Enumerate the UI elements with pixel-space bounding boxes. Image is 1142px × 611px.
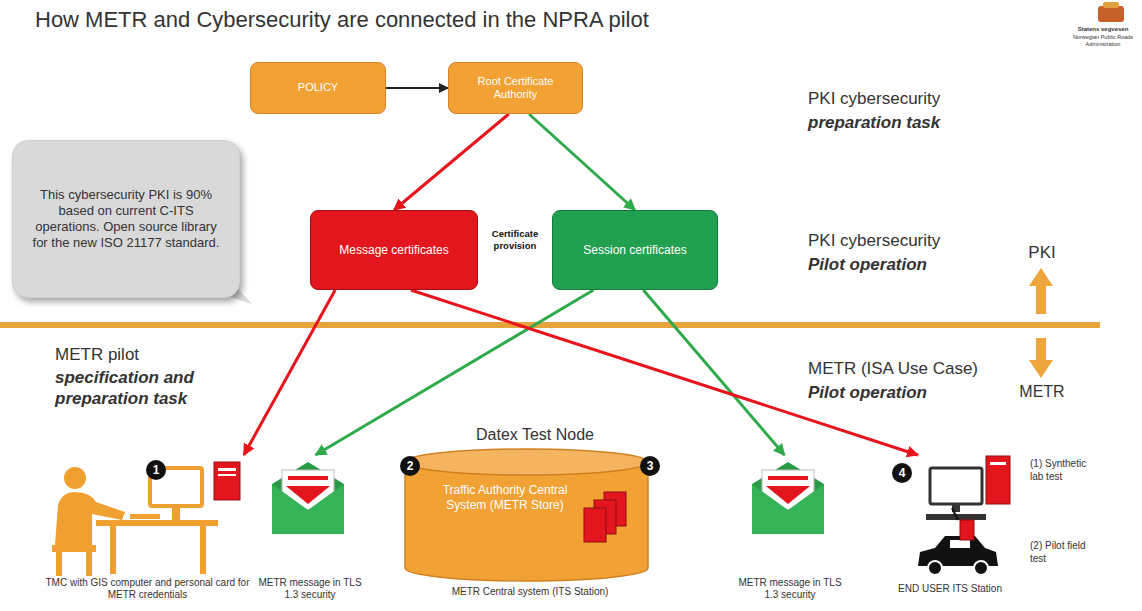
node-caption: Traffic Authority Central System (METR S… [430, 483, 580, 512]
callout-number: 3 [640, 456, 660, 476]
car-icon [918, 508, 998, 575]
test-label: (2) Pilot field test [1030, 540, 1102, 565]
node-caption: METR message in TLS 1.3 security [255, 577, 365, 601]
box-text: Root Certificate Authority [455, 75, 576, 102]
operator-station: TMC with GIS computer and personal card … [30, 455, 265, 608]
connector-arrow [244, 290, 335, 455]
node-caption: TMC with GIS computer and personal card … [30, 577, 265, 601]
stage-label: PKI cybersecurity [808, 230, 1008, 251]
callout-number: 2 [400, 456, 420, 476]
box-text: Message certificates [339, 243, 448, 258]
box-text: Session certificates [583, 243, 686, 258]
node-caption: END USER ITS Station [880, 583, 1020, 595]
stage-label: PKI cybersecurity [808, 88, 1008, 109]
certificate-box: Session certificates [552, 210, 718, 290]
layer-label: PKI [1022, 242, 1062, 263]
down-arrow [1029, 338, 1053, 378]
message-envelope: METR message in TLS 1.3 security [255, 455, 365, 608]
connector-arrow [411, 290, 918, 455]
stage-label: preparation task [808, 112, 1008, 133]
up-arrow [1029, 268, 1053, 314]
stage-label: METR (ISA Use Case) [808, 358, 1008, 379]
logo-mark [1098, 2, 1124, 22]
stage-label: specification and preparation task [55, 367, 220, 410]
connector-arrow [394, 114, 509, 210]
logo-text: Norwegian Public Roads Administration [1066, 34, 1140, 48]
diagram-title: How METR and Cybersecurity are connected… [35, 6, 649, 34]
logo-text: Statens vegvesen [1066, 26, 1140, 34]
stage-label: Pilot operation [808, 382, 1008, 403]
box-text: This cybersecurity PKI is 90% based on c… [27, 187, 225, 250]
connector-arrow [316, 290, 594, 455]
separator-band [0, 322, 1100, 328]
operator-icon [52, 467, 218, 576]
provision-label: Certificate provision [479, 228, 551, 252]
policy-box: POLICY [250, 62, 386, 114]
card-stack [584, 492, 626, 542]
computer-icon [926, 456, 1010, 520]
stage-label: METR pilot [55, 344, 255, 365]
callout-number: 4 [892, 463, 912, 483]
test-label: (1) Synthetic lab test [1030, 458, 1102, 483]
node-caption: METR Central system (ITS Station) [395, 586, 665, 598]
layer-label: METR [1017, 382, 1067, 402]
callout-tail [214, 276, 252, 304]
envelope-icon [272, 462, 344, 534]
callout-note: This cybersecurity PKI is 90% based on c… [12, 140, 240, 298]
connector-arrow [529, 114, 635, 210]
end-user-station: END USER ITS Station [880, 455, 1020, 608]
envelope-icon [752, 462, 824, 534]
database-cylinder [405, 449, 648, 581]
stage-label: Pilot operation [808, 254, 1008, 275]
node-heading: Datex Test Node [450, 425, 620, 445]
node-caption: METR message in TLS 1.3 security [735, 577, 845, 601]
authority-box: Root Certificate Authority [448, 62, 583, 114]
credential-card [214, 462, 240, 500]
certificate-box: Message certificates [310, 210, 478, 290]
box-text: POLICY [298, 81, 338, 94]
central-system: Datex Test NodeTraffic Authority Central… [395, 425, 665, 608]
connector-arrow [386, 87, 448, 89]
message-envelope: METR message in TLS 1.3 security [735, 455, 845, 608]
callout-number: 1 [146, 460, 166, 480]
